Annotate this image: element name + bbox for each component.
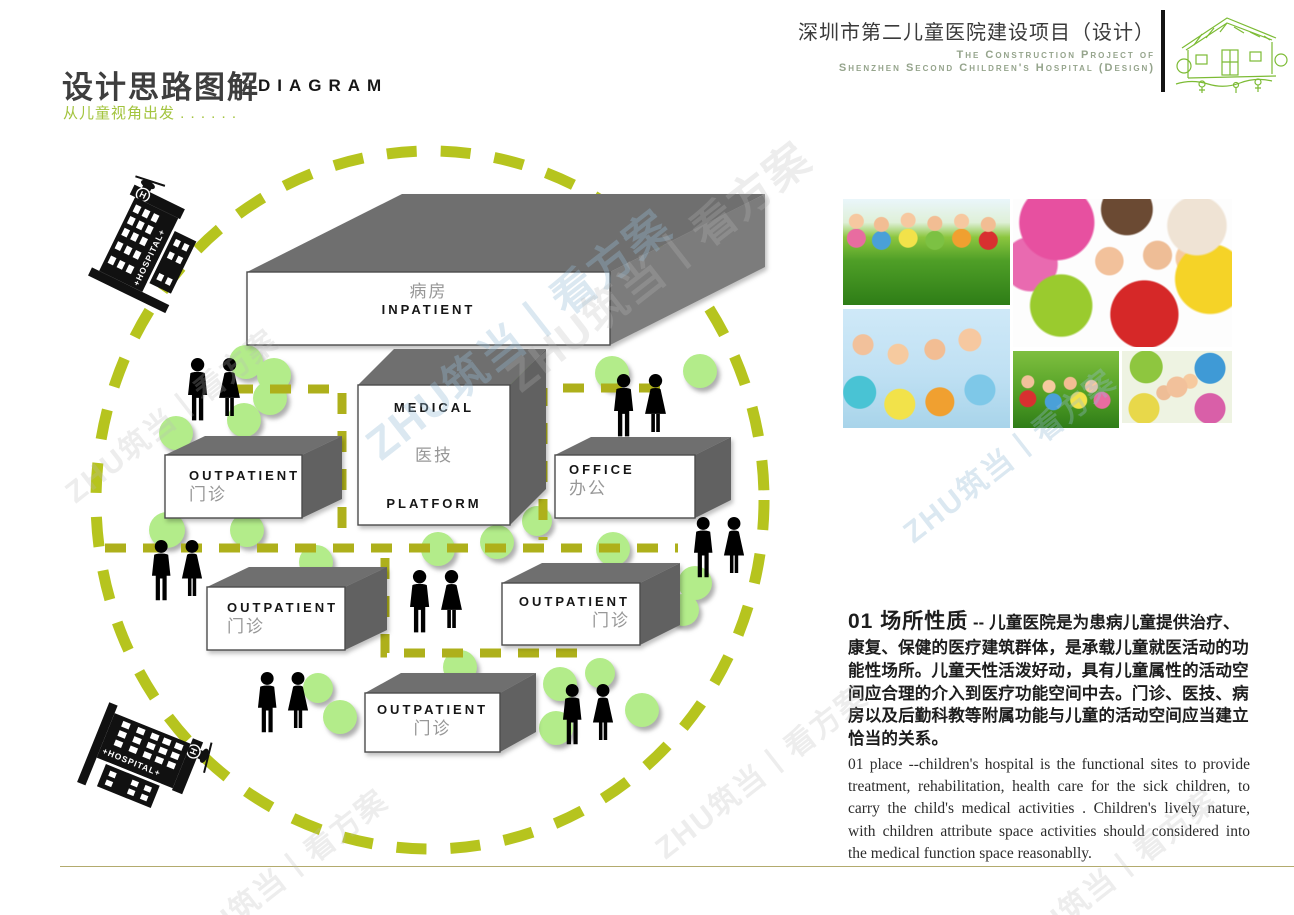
label-inpatient-cn: 病房 xyxy=(409,282,448,301)
label-inpatient-en: INPATIENT xyxy=(381,302,476,318)
header-divider-bar xyxy=(1161,10,1165,92)
site-boundary-ring xyxy=(90,145,770,855)
label-office: OFFICE 办公 xyxy=(569,462,695,500)
label-outpatient-bottom: OUTPATIENT 门诊 xyxy=(365,702,500,740)
people-pair-icon xyxy=(614,374,666,437)
people-pair-icon xyxy=(188,358,240,421)
label-outpatient-en: OUTPATIENT xyxy=(189,468,301,483)
bottom-divider-line xyxy=(60,866,1294,867)
annotation-cn-text: -- 儿童医院是为患病儿童提供治疗、康复、保健的医疗建筑群体，是承载儿童就医活动… xyxy=(848,614,1249,749)
people-pair-icon xyxy=(151,540,203,601)
block-medical xyxy=(357,349,546,526)
annotation-heading: 01 场所性质 xyxy=(848,610,969,633)
children-photo-2 xyxy=(1013,199,1232,347)
label-outpatient-bottom-left: OUTPATIENT 门诊 xyxy=(227,600,345,638)
children-photo-3 xyxy=(843,309,1010,428)
project-subtitle-line2: Shenzhen Second Children's Hospital (Des… xyxy=(838,62,1155,74)
block-outpatient-left xyxy=(164,436,342,519)
label-outpatient-en: OUTPATIENT xyxy=(227,600,339,615)
people-pair-icon xyxy=(257,672,309,733)
block-outpatient-middle xyxy=(501,563,680,646)
label-outpatient-en: OUTPATIENT xyxy=(376,702,489,717)
annotation-cn: 01 场所性质 -- 儿童医院是为患病儿童提供治疗、康复、保健的医疗建筑群体，是… xyxy=(848,608,1250,751)
people-pair-icon xyxy=(693,517,745,578)
people-pair-icon xyxy=(562,684,614,745)
page-subtitle-cn: 从儿童视角出发 . . . . . . xyxy=(63,105,238,122)
hospital-building-icon: +HOSPITAL+ xyxy=(87,171,216,313)
children-photo-4 xyxy=(1013,351,1119,428)
label-office-en: OFFICE xyxy=(569,462,635,477)
annotation-en-text: 01 place --children's hospital is the fu… xyxy=(848,755,1250,863)
label-outpatient-cn: 门诊 xyxy=(189,485,227,505)
label-office-cn: 办公 xyxy=(569,479,607,499)
children-photo-5 xyxy=(1122,351,1232,423)
children-photo-1 xyxy=(843,199,1010,305)
label-medical-en-top: MEDICAL xyxy=(393,400,475,415)
label-outpatient-cn: 门诊 xyxy=(592,611,630,631)
label-inpatient: 病房 INPATIENT xyxy=(247,281,610,319)
house-sketch-logo xyxy=(1175,17,1288,93)
label-outpatient-middle: OUTPATIENT 门诊 xyxy=(502,594,630,632)
block-inpatient xyxy=(246,194,765,346)
label-medical: MEDICAL 医技 PLATFORM xyxy=(358,400,510,512)
project-title: 深圳市第二儿童医院建设项目（设计） xyxy=(798,22,1155,44)
hospital-building-icon: +HOSPITAL+ xyxy=(77,701,216,825)
project-header: 深圳市第二儿童医院建设项目（设计） The Construction Proje… xyxy=(798,16,1155,74)
block-outpatient-bottom xyxy=(364,673,536,753)
project-subtitle-line1: The Construction Project of xyxy=(956,49,1155,61)
label-medical-cn: 医技 xyxy=(415,446,453,466)
block-outpatient-bottom-left xyxy=(206,567,387,651)
label-outpatient-en: OUTPATIENT xyxy=(518,594,630,609)
page-title-en: DIAGRAM xyxy=(258,76,389,95)
people-pair-icon xyxy=(410,570,462,633)
label-outpatient-left: OUTPATIENT 门诊 xyxy=(189,468,302,506)
block-office xyxy=(554,437,731,519)
label-outpatient-cn: 门诊 xyxy=(413,719,452,739)
label-medical-en-bottom: PLATFORM xyxy=(386,495,482,511)
page-title-cn: 设计思路图解 xyxy=(62,70,260,105)
annotation-block: 01 场所性质 -- 儿童医院是为患病儿童提供治疗、康复、保健的医疗建筑群体，是… xyxy=(848,608,1250,865)
label-outpatient-cn: 门诊 xyxy=(227,617,265,637)
